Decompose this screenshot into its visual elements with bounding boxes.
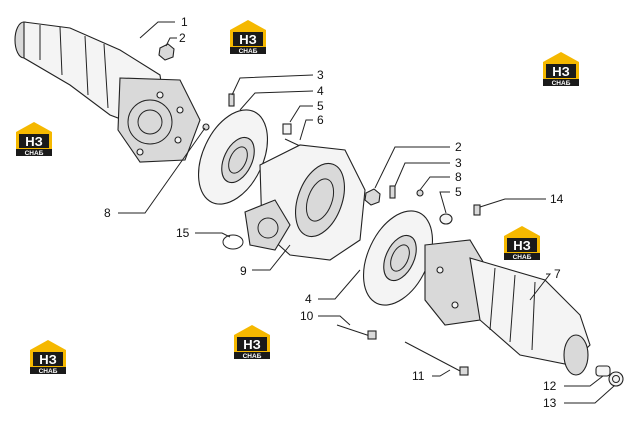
callout-4: 4 [317,84,324,98]
seal-ring [595,365,624,387]
callout-2: 2 [179,31,186,45]
callout-15: 15 [176,226,190,240]
callout-13: 13 [543,396,557,410]
svg-text:НЗ: НЗ [39,352,57,367]
callout-11: 11 [412,369,425,383]
callout-5: 5 [317,99,324,113]
bolt-small [473,204,481,216]
callout-8: 8 [104,206,111,220]
callout-5: 5 [455,185,462,199]
callout-9: 9 [240,264,247,278]
watermark-logo: НЗ СНАБ [30,340,66,375]
svg-text:СНАБ: СНАБ [552,80,571,87]
callout-12: 12 [543,379,557,393]
svg-text:НЗ: НЗ [243,337,261,352]
svg-text:СНАБ: СНАБ [39,368,58,375]
watermark-logo: НЗ СНАБ [504,226,540,261]
callout-2: 2 [455,140,462,154]
callout-3: 3 [317,68,324,82]
o-ring [222,234,244,250]
callout-10: 10 [300,309,314,323]
svg-text:НЗ: НЗ [239,32,257,47]
left-axle-housing [14,21,201,163]
svg-text:СНАБ: СНАБ [243,353,262,360]
bolt-11 [404,341,469,376]
bearing-flange-lower [363,185,453,306]
callout-14: 14 [550,192,564,206]
watermark-logo: НЗ СНАБ [16,122,52,157]
right-axle-housing [424,239,591,376]
svg-text:СНАБ: СНАБ [239,48,258,55]
bearing-flange-upper [198,93,301,205]
svg-text:НЗ: НЗ [25,134,43,149]
watermark-logo: НЗ СНАБ [230,20,266,55]
nut-upper [158,43,175,61]
callout-6: 6 [317,113,324,127]
svg-text:НЗ: НЗ [513,238,531,253]
watermark-logo: НЗ СНАБ [234,325,270,360]
callout-8: 8 [455,170,462,184]
callout-1: 1 [181,15,188,29]
svg-text:СНАБ: СНАБ [25,150,44,157]
svg-text:СНАБ: СНАБ [513,254,532,261]
callout-3: 3 [455,156,462,170]
callout-7: 7 [554,267,561,281]
svg-text:НЗ: НЗ [552,64,570,79]
leader-lines [118,21,615,404]
differential-carrier [244,144,366,261]
watermark-logo: НЗ СНАБ [543,52,579,87]
callout-4: 4 [305,292,312,306]
bolt-10 [336,324,377,340]
